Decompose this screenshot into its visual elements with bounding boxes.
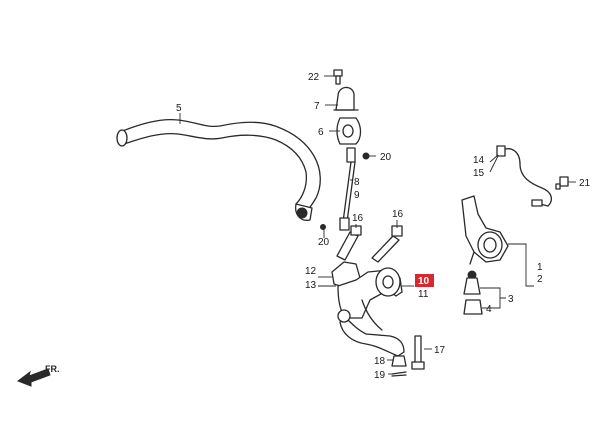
cotter-pin-19 — [391, 371, 407, 377]
callout-1: 1 — [537, 262, 543, 273]
callout-5: 5 — [176, 103, 182, 114]
stabilizer-link — [339, 147, 356, 231]
callout-13: 13 — [305, 280, 317, 291]
callout-22: 22 — [308, 72, 320, 83]
bushing-bracket — [333, 86, 359, 111]
callout-2: 2 — [537, 274, 543, 285]
bolt-22 — [333, 69, 343, 85]
callout-10-highlight — [415, 274, 434, 287]
callout-16-left: 16 — [352, 213, 364, 224]
nut-20-lower — [320, 224, 326, 230]
bolt-17 — [411, 335, 425, 370]
steering-knuckle — [461, 195, 509, 265]
stabilizer-bushing — [336, 117, 362, 145]
callout-21: 21 — [579, 178, 591, 189]
leader-lines — [179, 75, 576, 375]
callout-18: 18 — [374, 356, 386, 367]
nut-18 — [391, 355, 407, 367]
stabilizer-bar — [116, 118, 321, 221]
callout-4: 4 — [486, 304, 492, 315]
callout-15: 15 — [473, 168, 485, 179]
callout-11: 11 — [418, 289, 429, 300]
callout-8: 8 — [354, 177, 360, 188]
front-direction-arrow-icon — [16, 368, 51, 387]
callout-9: 9 — [354, 190, 360, 201]
front-direction-label: FR. — [45, 364, 60, 374]
callout-12: 12 — [305, 266, 317, 277]
bolt-21 — [555, 176, 569, 190]
callout-10: 10 — [418, 276, 430, 287]
lower-control-arm — [331, 261, 405, 357]
bolt-16-right — [371, 225, 403, 263]
callout-20-upper: 20 — [380, 152, 392, 163]
ball-joint — [463, 270, 481, 295]
ball-joint-boot — [463, 299, 483, 315]
callout-17: 17 — [434, 345, 446, 356]
bolt-16-left — [336, 225, 362, 261]
callout-19: 19 — [374, 370, 386, 381]
callout-20-lower: 20 — [318, 237, 330, 248]
callout-6: 6 — [318, 127, 324, 138]
callout-16-right: 16 — [392, 209, 404, 220]
callout-14: 14 — [473, 155, 485, 166]
callout-3: 3 — [508, 294, 514, 305]
callouts: 5 22 7 6 20 8 9 16 16 20 12 13 10 11 17 … — [45, 72, 591, 381]
wheel-speed-sensor — [496, 145, 553, 207]
callout-7: 7 — [314, 101, 320, 112]
